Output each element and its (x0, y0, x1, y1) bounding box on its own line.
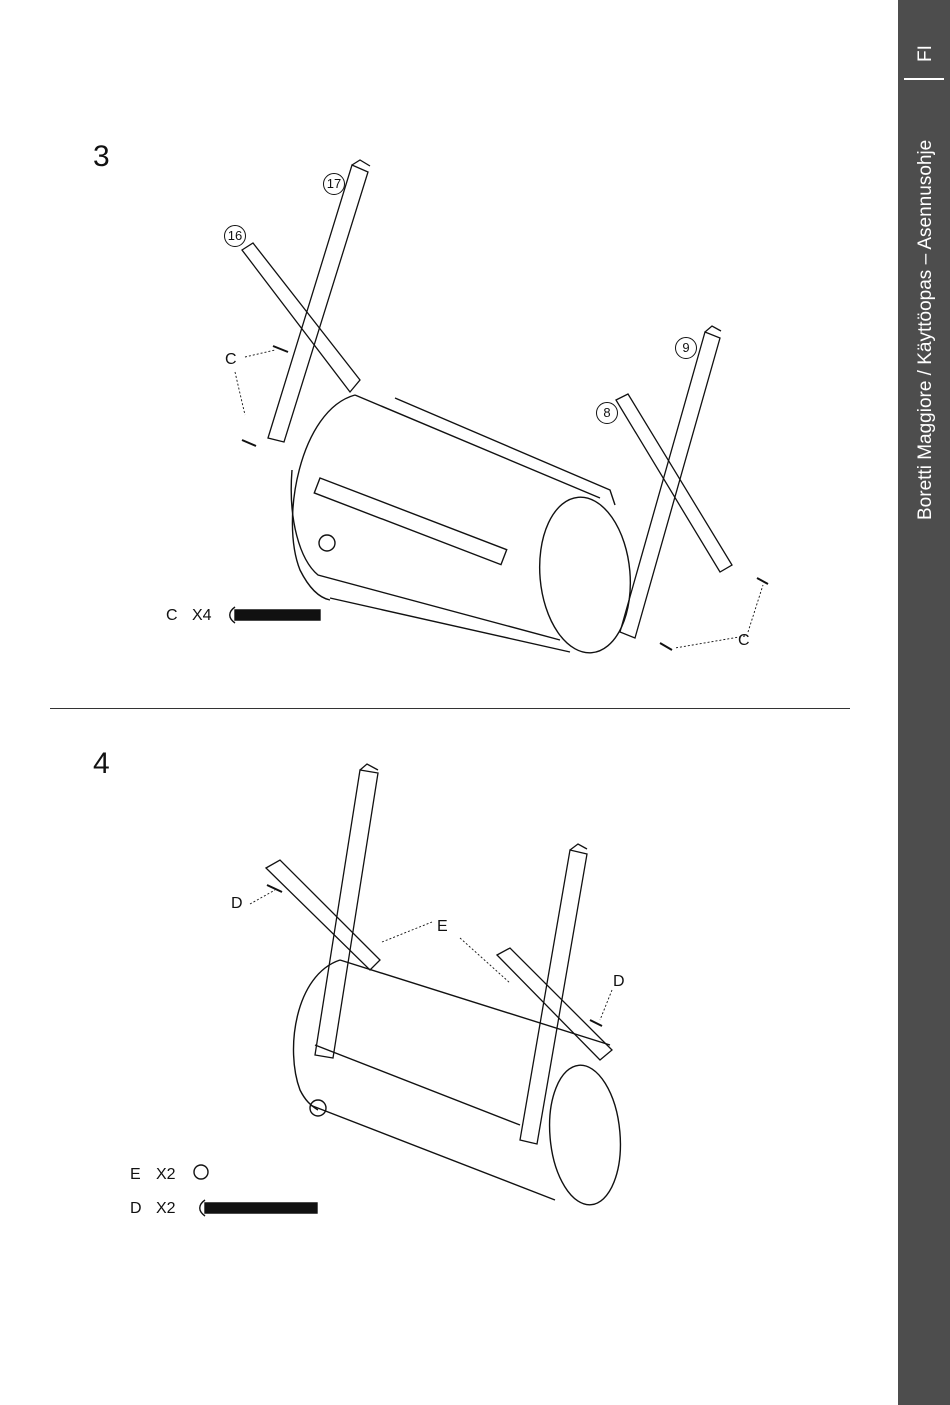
leg-9 (620, 326, 721, 638)
leg-8 (616, 394, 732, 572)
fastener-label-c-left: C (225, 351, 237, 369)
parts-list-letter: C (166, 607, 178, 625)
parts-list-qty-e: X2 (156, 1166, 176, 1184)
leg-16 (242, 243, 360, 392)
leg-front-step4 (315, 764, 378, 1058)
grill-barrel-step3 (291, 395, 636, 657)
grill-barrel-step4 (293, 960, 625, 1208)
fastener-label-c-right: C (738, 632, 750, 650)
fastener-label-e: E (437, 918, 448, 936)
part-callout-16: 16 (224, 225, 246, 247)
parts-list-qty: X4 (192, 607, 212, 625)
cap-nut-icon (193, 1164, 209, 1180)
part-callout-8: 8 (596, 402, 618, 424)
crossbar-left-step4 (266, 860, 380, 970)
parts-list-letter-e: E (130, 1166, 141, 1184)
leg-back-step4 (520, 844, 587, 1144)
bolt-icon (232, 606, 322, 622)
parts-list-qty-d: X2 (156, 1200, 176, 1218)
fastener-label-d-right: D (613, 973, 625, 991)
bolt-icon (200, 1200, 318, 1216)
leg-17 (268, 160, 370, 442)
fastener-label-d-left: D (231, 895, 243, 913)
part-callout-9: 9 (675, 337, 697, 359)
part-callout-17: 17 (323, 173, 345, 195)
parts-list-letter-d: D (130, 1200, 142, 1218)
